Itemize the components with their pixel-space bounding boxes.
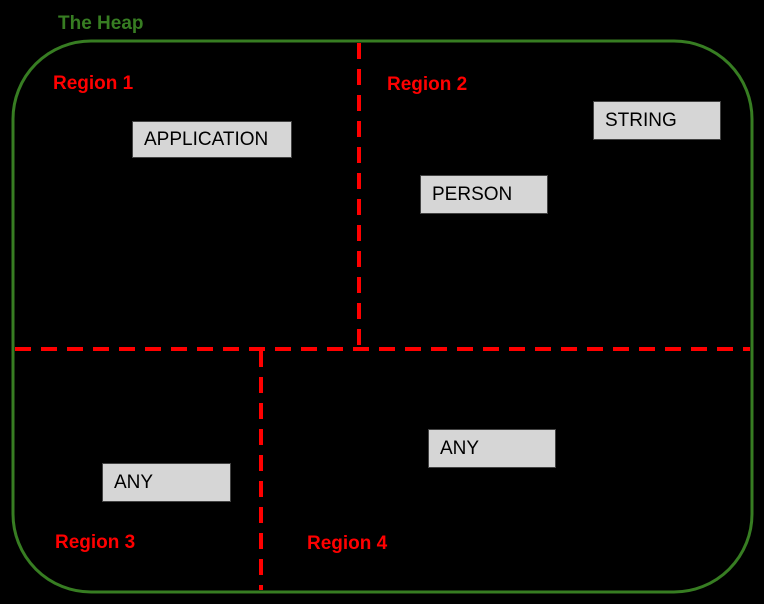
region-1-label: Region 1	[53, 73, 134, 94]
object-box-string: STRING	[593, 101, 721, 140]
object-box-label: ANY	[440, 438, 480, 459]
object-box-any-region4: ANY	[428, 429, 556, 468]
object-box-any-region3: ANY	[102, 463, 231, 502]
region-4-label: Region 4	[307, 533, 388, 554]
heap-title: The Heap	[58, 13, 144, 34]
heap-boundary	[11, 39, 754, 594]
object-box-person: PERSON	[420, 175, 548, 214]
region-2-label: Region 2	[387, 74, 468, 95]
object-box-label: APPLICATION	[144, 129, 269, 150]
object-box-application: APPLICATION	[132, 121, 292, 158]
object-box-label: PERSON	[432, 184, 513, 205]
object-box-label: STRING	[605, 110, 677, 131]
object-box-label: ANY	[114, 472, 154, 493]
region-3-label: Region 3	[55, 532, 136, 553]
